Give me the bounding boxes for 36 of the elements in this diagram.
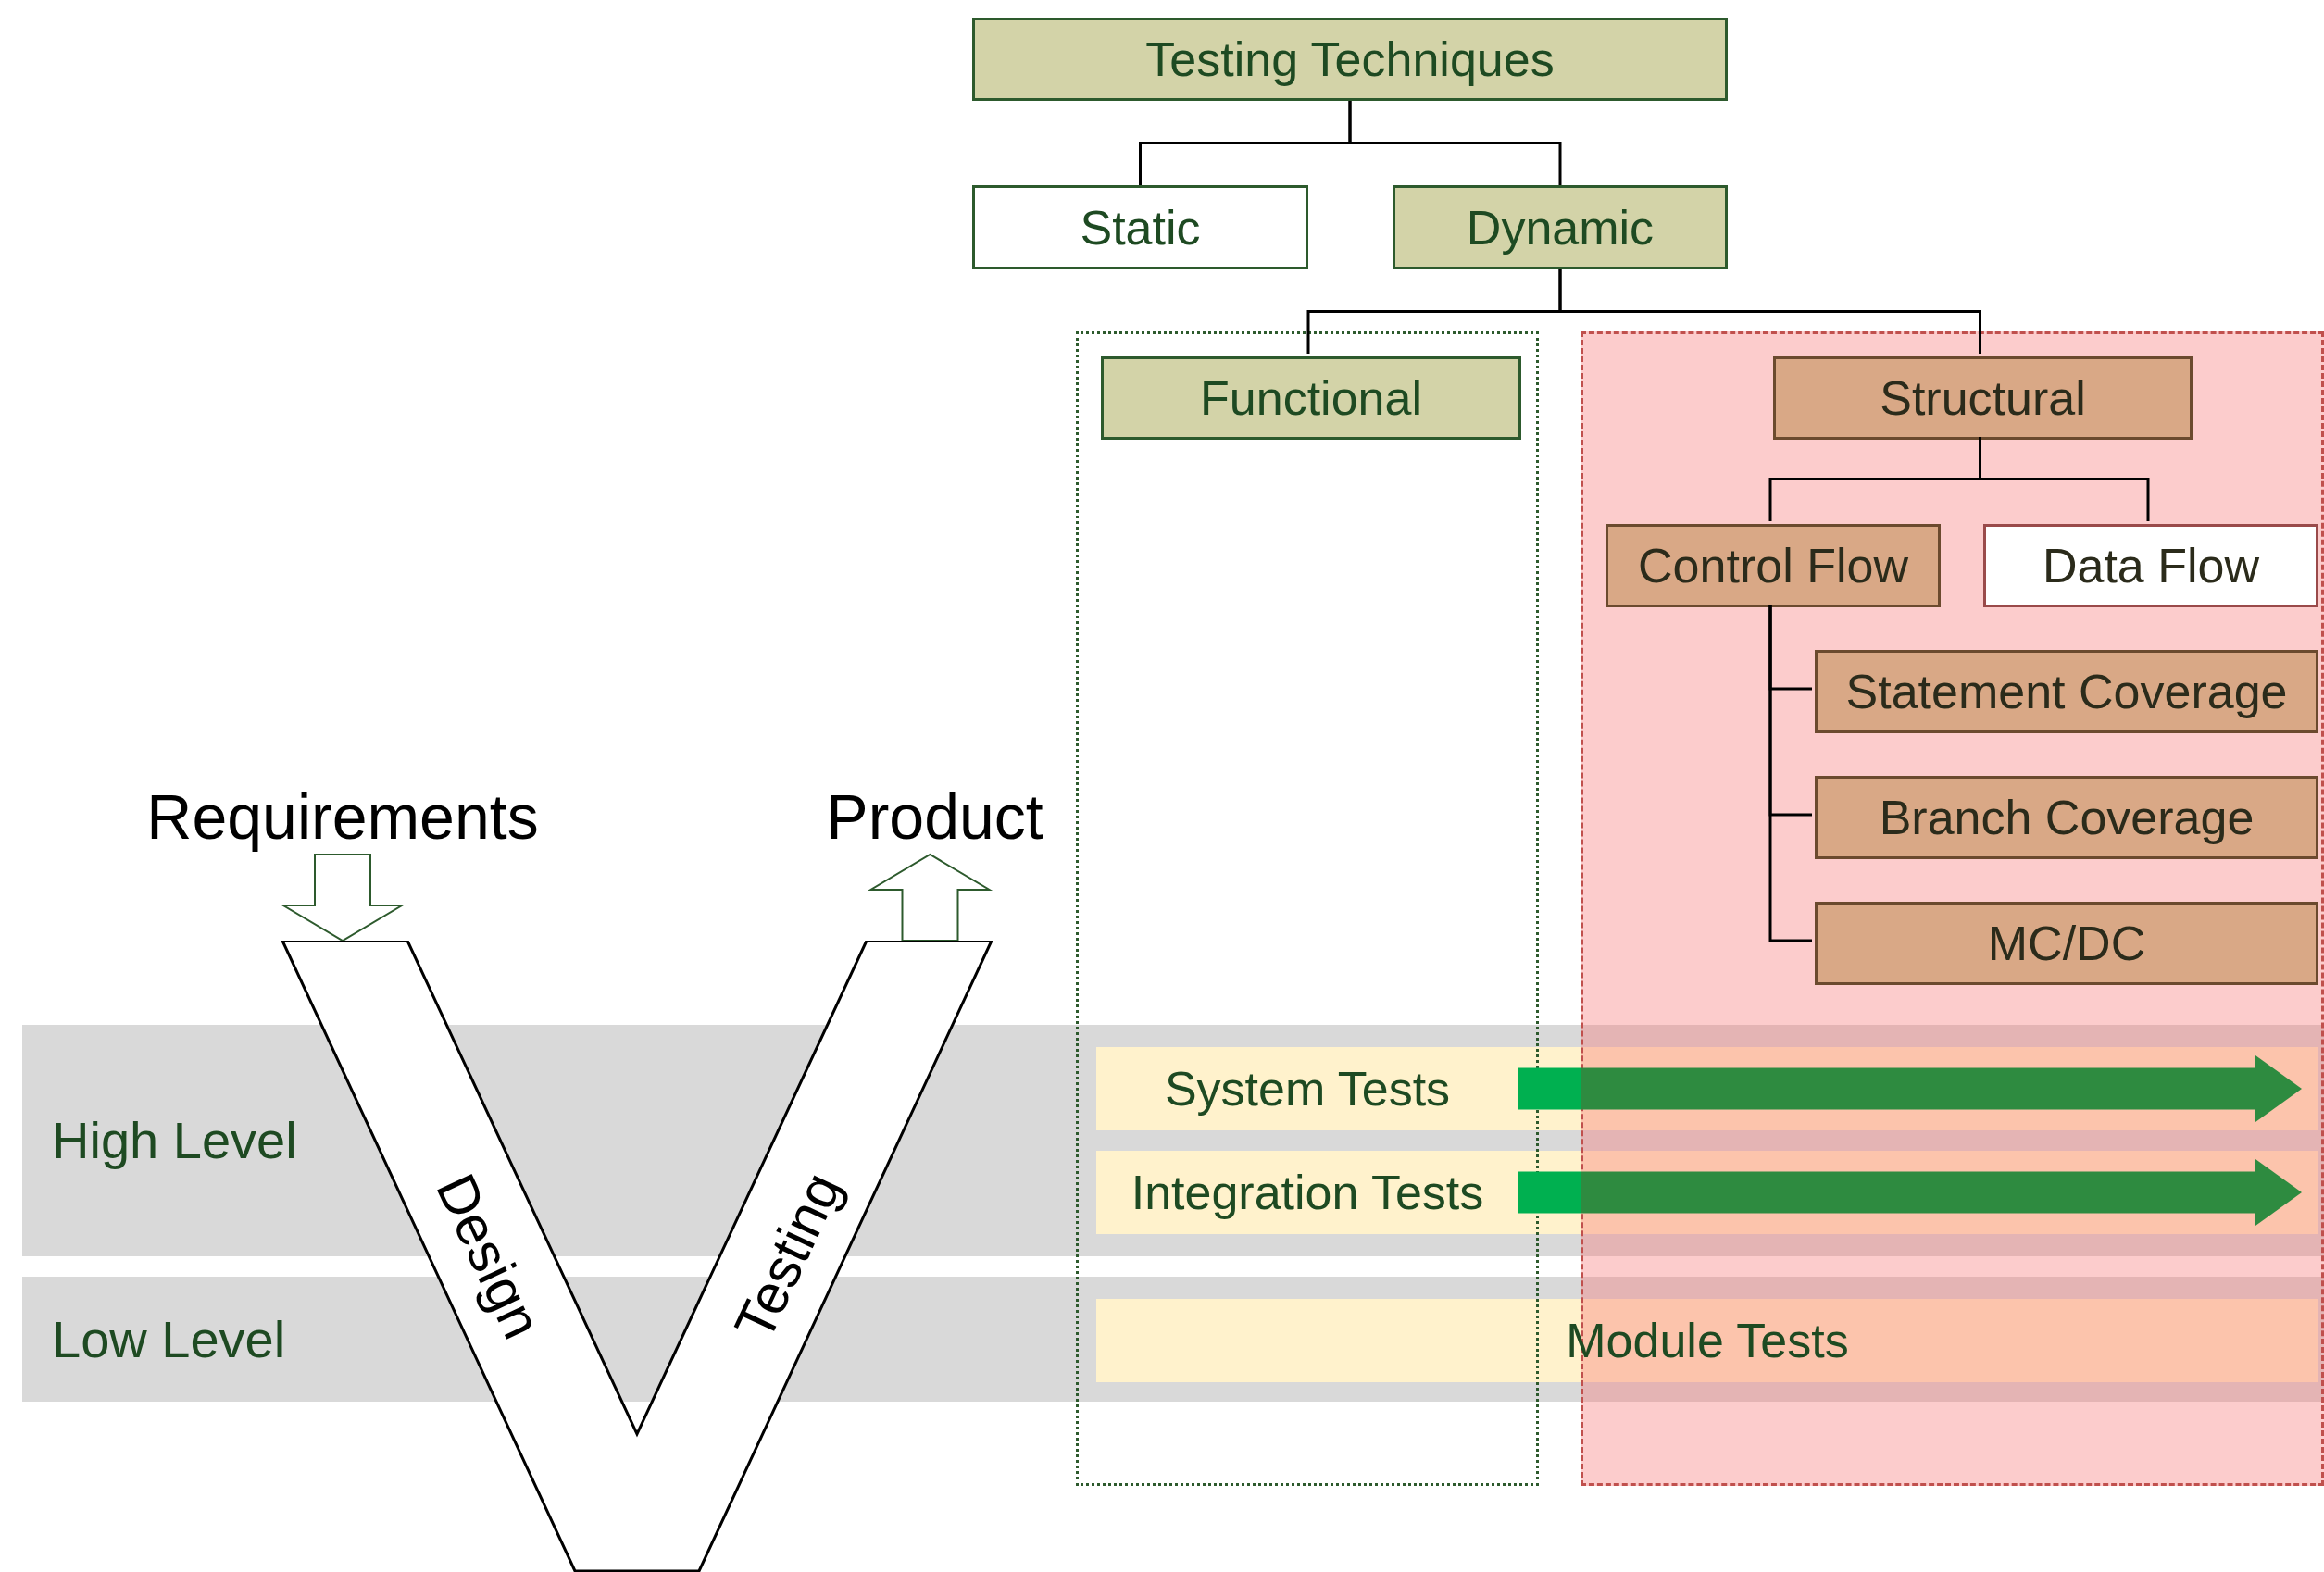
test-level-bar	[1096, 1047, 1518, 1130]
technique-box	[1773, 356, 2193, 440]
box-label: Dynamic	[1465, 199, 1656, 256]
heading-label: Product	[818, 782, 1052, 851]
connector-line	[1348, 101, 1562, 185]
technique-box	[1101, 356, 1521, 440]
box-label: Control Flow	[1637, 538, 1909, 594]
bar-label: System Tests	[1164, 1061, 1451, 1117]
technique-box	[1983, 524, 2318, 607]
technique-box	[972, 18, 1728, 101]
box-label: Branch Coverage	[1878, 790, 2255, 846]
technique-box	[1815, 902, 2318, 985]
level-label: Low Level	[52, 1309, 286, 1370]
box-label: Statement Coverage	[1844, 664, 2289, 720]
box-label: Data Flow	[2041, 538, 2261, 594]
technique-box	[1815, 776, 2318, 859]
arm-label: Design	[423, 1164, 555, 1349]
box-label: Functional	[1199, 370, 1423, 427]
technique-box	[972, 185, 1308, 269]
technique-box	[1606, 524, 1941, 607]
hollow-arrow	[280, 854, 406, 942]
heading-label: Requirements	[133, 782, 552, 851]
connector-line	[1768, 605, 1812, 942]
technique-box	[1815, 650, 2318, 733]
box-label: MC/DC	[1986, 916, 2147, 972]
bar-label: Module Tests	[1566, 1313, 1849, 1368]
box-label: Static	[1079, 199, 1202, 256]
test-level-bar	[1096, 1151, 1518, 1234]
box-label: Structural	[1879, 370, 2087, 427]
connector-line	[1558, 269, 1981, 354]
test-level-bar	[1096, 1299, 2318, 1382]
technique-box	[1393, 185, 1728, 269]
hollow-arrow	[867, 853, 993, 942]
box-label: Testing Techniques	[1144, 31, 1556, 88]
level-label: High Level	[52, 1110, 297, 1171]
bar-label: Integration Tests	[1131, 1165, 1484, 1220]
